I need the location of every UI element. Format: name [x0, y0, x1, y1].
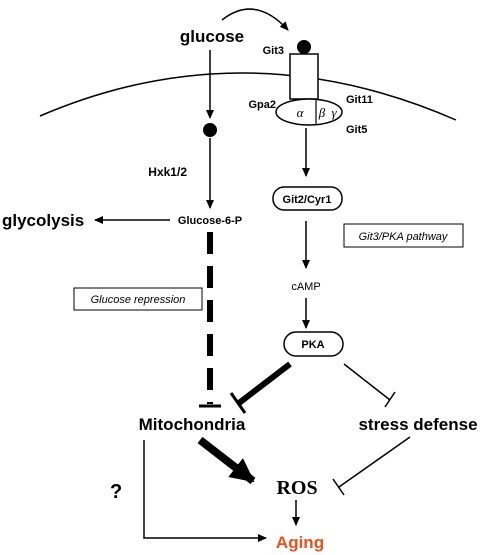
stress-defense-label: stress defense — [358, 415, 477, 434]
glucose-repression-box — [73, 287, 203, 311]
git2-cyr1-box — [272, 186, 343, 211]
pka-label: PKA — [301, 339, 324, 351]
cell-membrane — [39, 72, 457, 121]
inhibition-bar-pka-stress — [384, 391, 396, 408]
inhibition-bar-pka-mitochondria — [229, 392, 247, 414]
git3-receptor — [289, 53, 319, 100]
inhibition-pka-to-stress — [343, 363, 391, 401]
alpha-label: α — [297, 105, 305, 120]
ros-label: ROS — [276, 477, 317, 499]
arrow-glucose-to-git3 — [221, 8, 289, 31]
gamma-label: γ — [331, 105, 337, 120]
pka-box — [283, 331, 344, 357]
inhibition-pka-to-mitochondria — [237, 361, 292, 406]
glucose-label: glucose — [180, 27, 244, 46]
git3pka-pathway-label: Git3/PKA pathway — [359, 231, 449, 243]
camp-label: cAMP — [291, 281, 320, 293]
arrow-mitochondria-to-aging — [143, 440, 267, 542]
inhibition-bar-stress-ros — [332, 478, 345, 496]
git2cyr1-label: Git2/Cyr1 — [283, 194, 332, 206]
inhibition-stress-to-ros — [338, 436, 411, 488]
question-label: ? — [110, 481, 122, 503]
hxk-label: Hxk1/2 — [148, 165, 187, 179]
glucose-intracellular-dot — [203, 123, 217, 137]
g-protein-complex — [275, 98, 343, 126]
beta-label: β — [318, 105, 326, 120]
gpa2-label: Gpa2 — [248, 99, 276, 111]
git5-label: Git5 — [346, 124, 367, 136]
glucose6p-label: Glucose-6-P — [178, 215, 242, 227]
mitochondria-label: Mitochondria — [139, 415, 246, 434]
glycolysis-label: glycolysis — [2, 211, 84, 230]
aging-label: Aging — [276, 533, 324, 552]
git3-receptor-head — [297, 40, 311, 54]
git3-label: Git3 — [263, 45, 284, 57]
glucose-repression-label: Glucose repression — [91, 294, 186, 306]
git3-pka-pathway-box — [343, 223, 464, 248]
arrow-mitochondria-to-ros — [197, 436, 256, 485]
git11-label: Git11 — [346, 94, 373, 106]
